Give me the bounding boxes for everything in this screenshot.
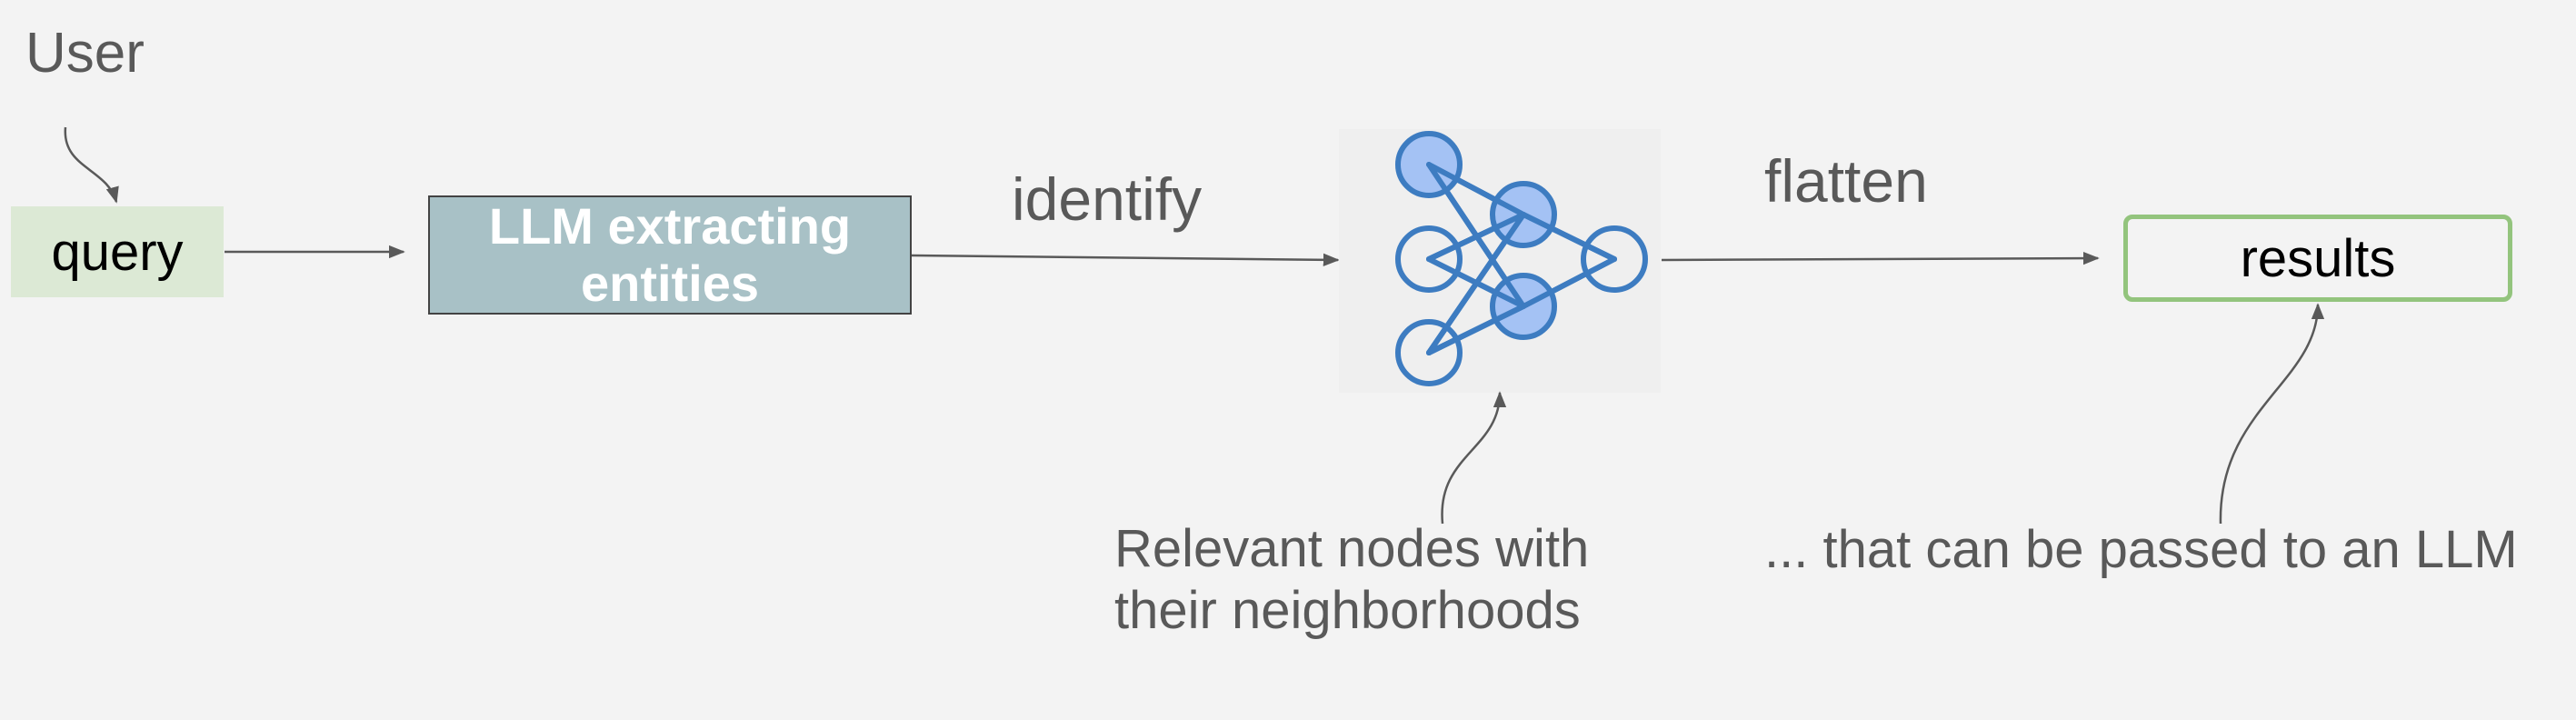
- relevant-nodes-pointer-arrow: [1441, 391, 1507, 525]
- relevant-nodes-label: Relevant nodes with their neighborhoods: [1114, 519, 1590, 640]
- graph-node: [1395, 225, 1463, 293]
- graph-node: [1581, 225, 1648, 293]
- graph-node: [1395, 319, 1463, 386]
- identify-label: identify: [1012, 165, 1203, 233]
- neural-network-graph-icon: [1339, 129, 1661, 393]
- identify-arrow: [911, 253, 1340, 267]
- flatten-label: flatten: [1764, 147, 1928, 215]
- passed-to-llm-label: ... that can be passed to an LLM: [1764, 520, 2518, 579]
- query-label: query: [51, 222, 184, 282]
- llm-extracting-entities-box: LLM extracting entities: [428, 195, 912, 315]
- results-label: results: [2240, 228, 2396, 288]
- user-to-query-arrow: [64, 126, 119, 204]
- llm-label: LLM extracting entities: [488, 196, 852, 312]
- query-box: query: [11, 206, 224, 297]
- passed-pointer-arrow: [2219, 303, 2325, 525]
- flatten-arrow: [1661, 251, 2100, 265]
- results-box: results: [2123, 215, 2512, 302]
- user-label: User: [25, 22, 145, 85]
